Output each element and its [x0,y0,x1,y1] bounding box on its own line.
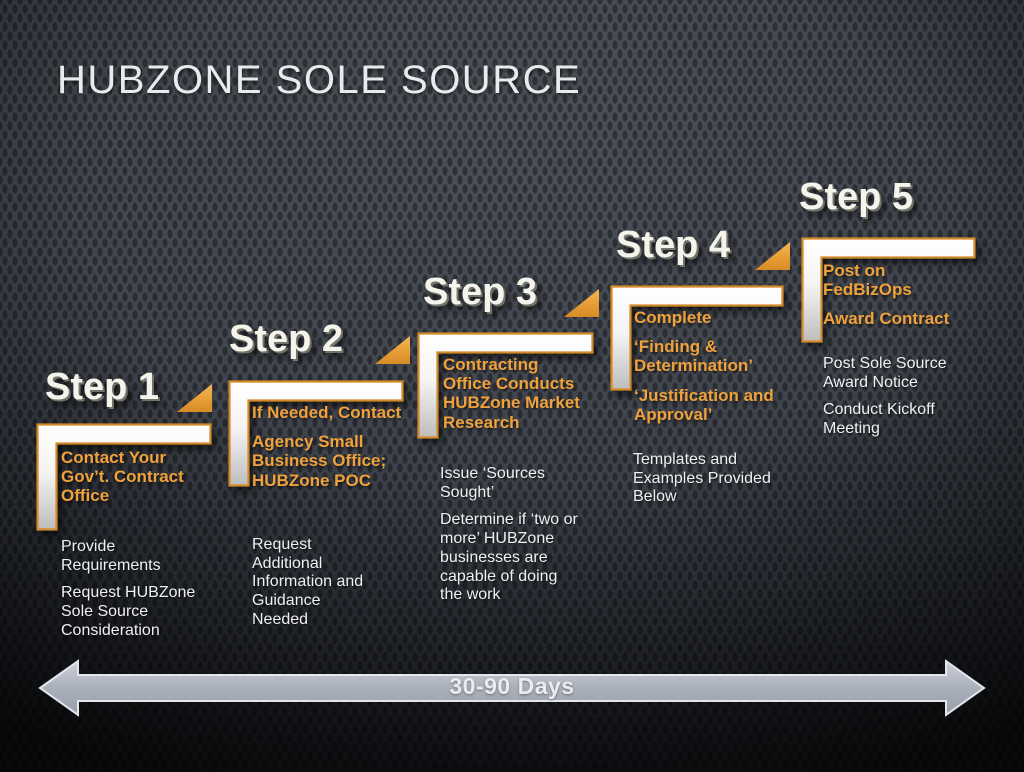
step-4-highlights: Complete ‘Finding & Determination’ ‘Just… [634,308,784,434]
step-4-detail-1: Templates and Examples Provided Below [633,451,771,506]
step-5-highlight-1: Post on FedBizOps [823,261,912,300]
step-3-detail-1: Issue ‘Sources Sought’ [440,465,545,501]
step-4-highlight-3: ‘Justification and Approval’ [634,385,774,424]
step-1-details: Provide Requirements Request HUBZone Sol… [61,538,216,650]
step-1-title: Step 1 [45,366,160,408]
double-arrow-icon [38,659,986,717]
step-5-detail-2: Conduct Kickoff Meeting [823,401,935,438]
step-3-title: Step 3 [423,271,538,313]
step-1-detail-1: Provide Requirements [61,538,161,574]
step-3-highlights: Contracting Office Conducts HUBZone Mark… [443,355,588,442]
step-1-detail-2: Request HUBZone Sole Source Consideratio… [61,584,196,639]
step-5-highlight-2: Award Contract [823,309,950,329]
timeline-arrow: 30-90 Days [38,658,986,718]
step-5-title: Step 5 [799,176,914,218]
step-5-bracket-shape [801,237,976,343]
step-4-details: Templates and Examples Provided Below [633,451,773,516]
step-2-title: Step 2 [229,318,344,360]
step-5-details: Post Sole Source Award Notice Conduct Ki… [823,355,973,448]
step-2-bracket-shape [228,380,404,487]
step-1-highlights: Contact Your Gov’t. Contract Office [61,448,211,516]
step-4-title: Step 4 [616,224,731,266]
step-4-highlight-1: Complete [634,308,712,327]
step-1-highlight-1: Contact Your Gov’t. Contract Office [61,448,184,506]
step-2-highlights: If Needed, Contact Agency Small Business… [252,403,402,500]
step-3-details: Issue ‘Sources Sought’ Determine if ‘two… [440,465,582,614]
page-title: HUBZONE SOLE SOURCE [57,58,582,102]
step-3-detail-2: Determine if ‘two or more’ HUBZone busin… [440,511,578,604]
step-3-highlight-1: Contracting Office Conducts HUBZone Mark… [443,355,580,432]
step-3-bracket-shape [417,332,594,439]
step-2-highlight-2: Agency Small Business Office; HUBZone PO… [252,432,387,490]
timeline-label: 30-90 Days [449,672,575,699]
step-2-highlight-1: If Needed, Contact [252,403,402,422]
step-4-bracket-shape [610,285,784,391]
step-4-highlight-2: ‘Finding & Determination’ [634,337,754,376]
step-1-bracket-shape [36,423,212,531]
step-5-highlights: Post on FedBizOps Award Contract [823,261,958,339]
step-2-details: Request Additional Information and Guida… [252,536,376,639]
step-5-detail-1: Post Sole Source Award Notice [823,355,947,391]
step-2-detail-1: Request Additional Information and Guida… [252,536,364,628]
